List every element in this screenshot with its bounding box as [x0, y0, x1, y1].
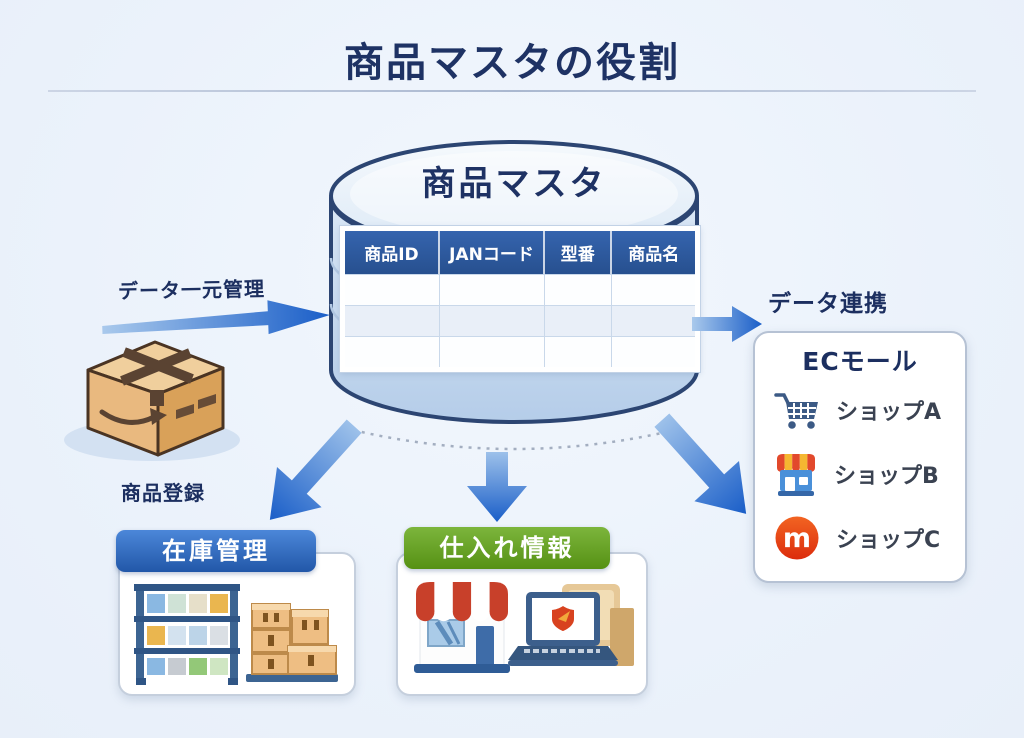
laptop-illustration [508, 592, 618, 666]
shelf [134, 584, 240, 685]
database-label: 商品マスタ [421, 164, 607, 204]
column-header: 商品ID [345, 231, 440, 274]
ec-mall-card: ECモール ショップA ショップB [753, 331, 967, 583]
inventory-title-pill: 在庫管理 [116, 530, 316, 572]
table-row [345, 274, 695, 305]
column-header: 型番 [545, 231, 613, 274]
purchase-title-pill: 仕入れ情報 [404, 527, 610, 569]
arrow-to-ec-mall [654, 413, 747, 514]
arrow-to-inventory [269, 419, 362, 520]
table-row [345, 336, 695, 367]
shop-b-label: ショップB [834, 464, 939, 489]
cardboard-box-illustration [64, 340, 240, 461]
column-header: JANコード [439, 231, 546, 274]
cylinder-top-highlight [350, 151, 678, 237]
warehouse-shelf-illustration [134, 584, 338, 685]
page-title: 商品マスタの役割 [344, 40, 680, 86]
column-header: 商品名 [612, 231, 695, 274]
ec-mall-title: ECモール [802, 347, 918, 376]
storefront-illustration [414, 582, 510, 673]
table-header-row: 商品ID JANコード 型番 商品名 [345, 231, 695, 274]
product-table: 商品ID JANコード 型番 商品名 [340, 226, 700, 372]
purchase-illustrations [414, 582, 634, 673]
mercari-m-icon: m [775, 516, 819, 560]
arrow-data-linkage [692, 306, 762, 342]
shop-row-b: ショップB [755, 442, 965, 506]
title-divider [48, 90, 976, 92]
stacked-boxes-illustration [246, 603, 338, 682]
shop-row-c: m ショップC [755, 506, 965, 570]
table-row [345, 305, 695, 336]
storefront-icon [777, 454, 815, 496]
svg-text:m: m [783, 523, 811, 554]
shop-a-label: ショップA [836, 400, 942, 425]
cylinder-dashed-arc [352, 428, 676, 451]
product-registration-label: 商品登録 [121, 481, 205, 505]
data-linkage-label: データ連携 [768, 291, 888, 317]
shopping-cart-icon [774, 393, 818, 429]
shop-row-a: ショップA [755, 378, 965, 442]
box-tape [122, 347, 194, 384]
shop-c-label: ショップC [836, 528, 941, 553]
amazon-style-arrow [99, 409, 157, 425]
arrow-to-purchase [467, 452, 527, 522]
arrow-data-centralization [102, 300, 330, 335]
